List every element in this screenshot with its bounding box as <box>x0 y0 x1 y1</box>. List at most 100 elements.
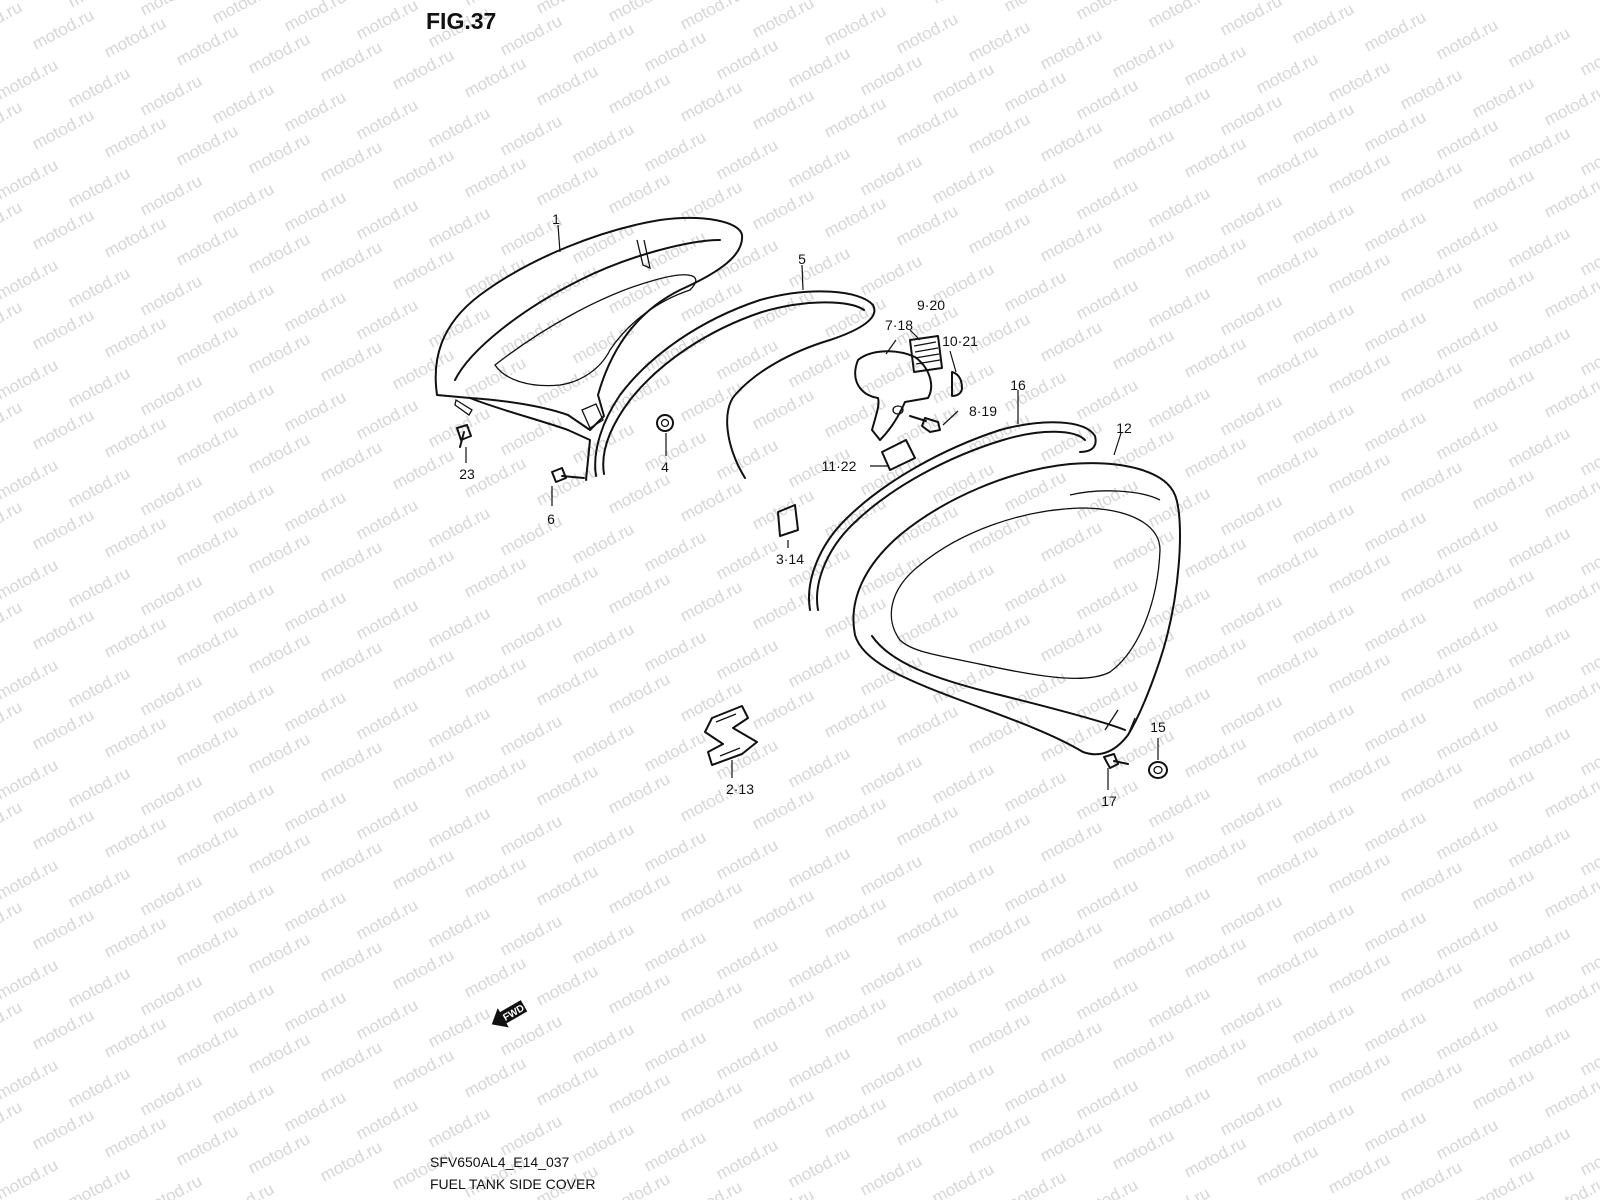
watermark-text: motod.ru <box>461 553 529 601</box>
watermark-text: motod.ru <box>65 663 133 711</box>
watermark-text: motod.ru <box>1001 67 1069 115</box>
watermark-text: motod.ru <box>1145 783 1213 831</box>
watermark-text: motod.ru <box>461 1053 529 1101</box>
callout-labels: 1 5 9·20 7·18 10·21 16 12 8·19 11·22 23 … <box>459 211 1166 809</box>
watermark-text: motod.ru <box>785 43 853 91</box>
watermark-text: motod.ru <box>713 1135 781 1183</box>
watermark-text: motod.ru <box>1109 925 1177 973</box>
watermark-text: motod.ru <box>641 527 709 575</box>
watermark-text: motod.ru <box>281 487 349 535</box>
callout-17: 17 <box>1101 793 1117 809</box>
watermark-text: motod.ru <box>137 271 205 319</box>
watermark-text: motod.ru <box>1433 15 1501 63</box>
watermark-text: motod.ru <box>1145 1183 1213 1200</box>
watermark-text: motod.ru <box>749 685 817 733</box>
watermark-text: motod.ru <box>353 695 421 743</box>
watermark-text: motod.ru <box>389 1045 457 1093</box>
watermark-text: motod.ru <box>281 87 349 135</box>
watermark-text: motod.ru <box>1433 915 1501 963</box>
watermark-text: motod.ru <box>1289 1099 1357 1147</box>
watermark-text: motod.ru <box>461 953 529 1001</box>
watermark-text: motod.ru <box>389 245 457 293</box>
watermark-text: motod.ru <box>1361 807 1429 855</box>
watermark-text: motod.ru <box>749 85 817 133</box>
watermark-text: motod.ru <box>1289 599 1357 647</box>
watermark-text: motod.ru <box>1541 873 1600 921</box>
watermark-text: motod.ru <box>713 835 781 883</box>
watermark-text: motod.ru <box>605 469 673 517</box>
watermark-text: motod.ru <box>317 1137 385 1185</box>
watermark-text: motod.ru <box>1289 0 1357 48</box>
watermark-text: motod.ru <box>1505 1023 1573 1071</box>
watermark-text: motod.ru <box>857 1051 925 1099</box>
watermark-text: motod.ru <box>605 869 673 917</box>
watermark-text: motod.ru <box>173 721 241 769</box>
watermark-text: motod.ru <box>785 943 853 991</box>
figure-code: SFV650AL4_E14_037 <box>430 1154 570 1170</box>
watermark-text: motod.ru <box>137 671 205 719</box>
watermark-text: motod.ru <box>641 127 709 175</box>
watermark-text: motod.ru <box>1253 141 1321 189</box>
watermark-text: motod.ru <box>1577 331 1600 379</box>
watermark-text: motod.ru <box>1361 907 1429 955</box>
watermark-text: motod.ru <box>1073 1175 1141 1200</box>
watermark-text: motod.ru <box>1541 573 1600 621</box>
watermark-text: motod.ru <box>1181 833 1249 881</box>
watermark-text: motod.ru <box>1397 457 1465 505</box>
watermark-text: motod.ru <box>533 661 601 709</box>
watermark-text: motod.ru <box>965 809 1033 857</box>
watermark-text: motod.ru <box>1505 923 1573 971</box>
watermark-text: motod.ru <box>0 0 25 46</box>
watermark-text: motod.ru <box>857 151 925 199</box>
callout-16: 16 <box>1010 377 1026 393</box>
watermark-text: motod.ru <box>1577 131 1600 179</box>
part-12-right-side-cover <box>852 462 1181 756</box>
part-2-emblem <box>704 705 758 766</box>
watermark-text: motod.ru <box>1253 741 1321 789</box>
watermark-text: motod.ru <box>1469 965 1537 1013</box>
watermark-text: motod.ru <box>1253 49 1321 97</box>
watermark-text: motod.ru <box>857 551 925 599</box>
callout-15: 15 <box>1150 719 1166 735</box>
watermark-text: motod.ru <box>497 11 565 59</box>
watermark-text: motod.ru <box>0 297 25 345</box>
watermark-text: motod.ru <box>569 619 637 667</box>
part-11-pad <box>881 439 916 471</box>
watermark-text: motod.ru <box>605 369 673 417</box>
callout-10-21: 10·21 <box>942 333 978 349</box>
watermark-text: motod.ru <box>461 353 529 401</box>
watermark-text: motod.ru <box>1577 1131 1600 1179</box>
callout-4: 4 <box>661 459 669 475</box>
watermark-text: motod.ru <box>857 51 925 99</box>
watermark-text: motod.ru <box>1037 717 1105 765</box>
watermark-text: motod.ru <box>929 59 997 107</box>
watermark-text: motod.ru <box>1145 283 1213 331</box>
watermark-text: motod.ru <box>1541 773 1600 821</box>
watermark-text: motod.ru <box>245 329 313 377</box>
watermark-text: motod.ru <box>965 509 1033 557</box>
watermark-text: motod.ru <box>497 911 565 959</box>
callout-23: 23 <box>459 466 475 482</box>
watermark-text: motod.ru <box>245 729 313 777</box>
watermark-text: motod.ru <box>353 995 421 1043</box>
watermark-text: motod.ru <box>1361 607 1429 655</box>
watermark-text: motod.ru <box>1505 223 1573 271</box>
watermark-text: motod.ru <box>1037 1117 1105 1165</box>
watermark-text: motod.ru <box>101 213 169 261</box>
watermark-text: motod.ru <box>1577 31 1600 79</box>
watermark-text: motod.ru <box>137 71 205 119</box>
watermark-text: motod.ru <box>101 1013 169 1061</box>
part-9-pad <box>909 335 943 373</box>
callout-2-13: 2·13 <box>726 781 754 797</box>
watermark-text: motod.ru <box>569 1019 637 1067</box>
callout-1: 1 <box>552 211 560 227</box>
watermark-text: motod.ru <box>1001 167 1069 215</box>
watermark-text: motod.ru <box>29 1105 97 1153</box>
watermark-text: motod.ru <box>1361 1107 1429 1155</box>
watermark-text: motod.ru <box>101 113 169 161</box>
watermark-text: motod.ru <box>1289 399 1357 447</box>
watermark-text: motod.ru <box>1073 275 1141 323</box>
watermark-text: motod.ru <box>533 161 601 209</box>
watermark-text: motod.ru <box>1073 0 1141 24</box>
